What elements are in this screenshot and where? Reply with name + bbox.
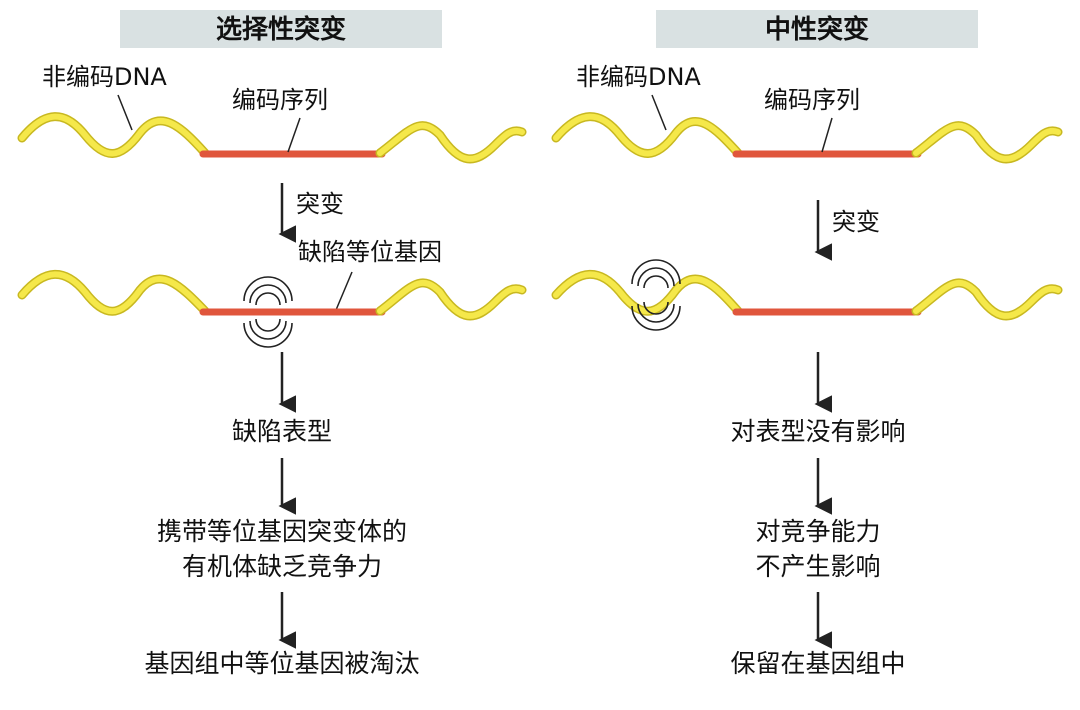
left-step-2-line-2: 有机体缺乏竞争力 <box>182 552 382 581</box>
left-title: 选择性突变 <box>216 14 346 45</box>
right-noncoding-dna-top-left <box>551 112 743 158</box>
right-label-coding-sequence: 编码序列 <box>764 86 860 114</box>
left-step-2-line-1: 携带等位基因突变体的 <box>157 517 407 546</box>
left-noncoding-dna-bottom-right-fill <box>377 279 525 319</box>
right-noncoding-dna-top-left-fill <box>553 113 741 157</box>
left-noncoding-dna-bottom-left-fill <box>19 271 208 315</box>
right-mutation-label: 突变 <box>832 208 880 236</box>
right-title-box <box>656 10 978 48</box>
right-noncoding-leader <box>651 94 667 131</box>
right-label-noncoding-dna: 非编码DNA <box>576 63 701 91</box>
right-dna-top <box>551 112 1063 164</box>
left-allele-label: 缺陷等位基因 <box>298 238 442 266</box>
right-mutation-mark-icon <box>631 259 681 331</box>
left-step-1: 缺陷表型 <box>232 417 332 446</box>
right-coding-leader <box>821 117 833 153</box>
left-mutation-label: 突变 <box>296 190 344 218</box>
left-title-box <box>120 10 442 48</box>
right-noncoding-dna-bottom-right-fill <box>913 279 1061 319</box>
left-noncoding-dna-top-right-fill <box>377 122 525 162</box>
left-step-3: 基因组中等位基因被淘汰 <box>144 649 419 678</box>
left-noncoding-leader <box>117 94 133 131</box>
right-dna-bottom <box>551 269 1063 321</box>
left-dna-bottom <box>17 269 527 321</box>
left-mutation-mark-icon <box>243 276 293 348</box>
right-panel: 中性突变 非编码DNA 编码序列 突变 <box>551 10 1063 678</box>
right-noncoding-dna-top-right-fill <box>913 122 1061 162</box>
left-noncoding-dna-top-left-fill <box>19 113 208 157</box>
left-dna-top <box>17 112 527 164</box>
left-allele-leader <box>335 271 353 311</box>
right-step-3: 保留在基因组中 <box>730 649 905 678</box>
left-noncoding-dna-bottom-left <box>17 269 210 316</box>
right-step-1: 对表型没有影响 <box>730 417 905 446</box>
left-label-coding-sequence: 编码序列 <box>232 86 328 114</box>
right-title: 中性突变 <box>765 14 869 45</box>
left-label-noncoding-dna: 非编码DNA <box>42 63 167 91</box>
left-noncoding-dna-top-left <box>17 112 210 158</box>
left-panel: 选择性突变 非编码DNA 编码序列 突变 缺陷等位基因 <box>17 10 527 678</box>
right-step-2-line-2: 不产生影响 <box>755 552 880 581</box>
left-coding-leader <box>287 117 301 153</box>
right-step-2-line-1: 对竞争能力 <box>755 517 880 546</box>
